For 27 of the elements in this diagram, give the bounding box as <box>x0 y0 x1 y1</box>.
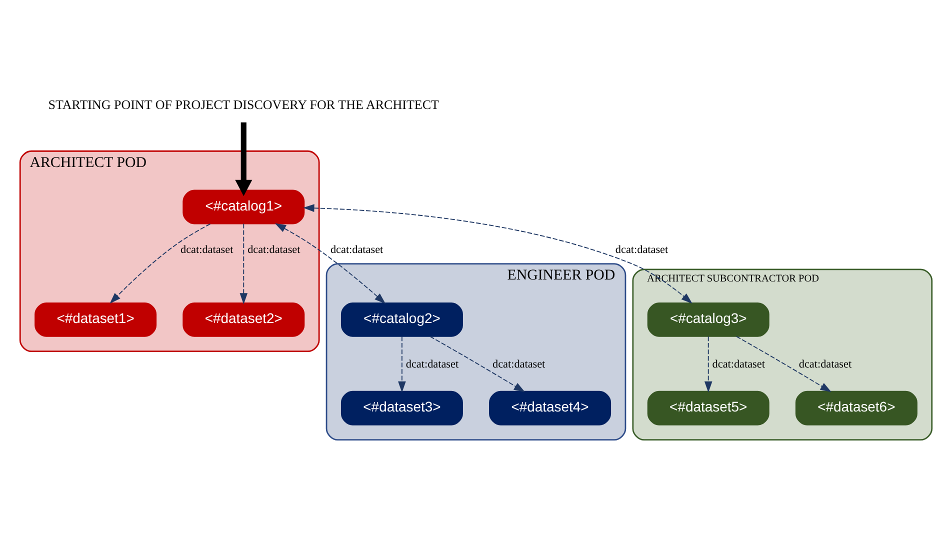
edge-label: dcat:dataset <box>798 358 852 371</box>
arrow <box>110 223 211 304</box>
arrow <box>736 336 832 392</box>
node-box: <#catalog1> <box>182 190 305 224</box>
edge-label: dcat:dataset <box>248 244 300 256</box>
edge-label: dcat:dataset <box>712 358 765 371</box>
node-box: <#catalog3> <box>647 302 770 337</box>
edge-label: dcat:dataset <box>330 244 384 256</box>
edge-label: dcat:dataset <box>492 358 546 371</box>
node-box: <#dataset1> <box>34 302 157 337</box>
node-text: STARTING POINT OF PROJECT DISCOVERY FOR THE ARCHITECT <box>48 96 440 112</box>
node-box: <#dataset6> <box>795 390 918 426</box>
node-box: <#dataset5> <box>647 390 770 426</box>
node-box: <#dataset2> <box>182 302 305 337</box>
node-box: <#dataset3> <box>340 390 463 426</box>
arrow <box>704 336 712 393</box>
arrow <box>398 336 406 393</box>
edge-label: dcat:dataset <box>615 244 668 256</box>
node-box: <#dataset4> <box>489 390 612 426</box>
arrow <box>274 223 386 304</box>
arrow <box>303 204 692 304</box>
edge-label: dcat:dataset <box>406 358 459 371</box>
edge-label: dcat:dataset <box>180 244 234 256</box>
arrow <box>240 223 248 304</box>
arrow <box>430 336 526 392</box>
node-box: <#catalog2> <box>340 302 463 337</box>
arrow <box>235 122 252 196</box>
